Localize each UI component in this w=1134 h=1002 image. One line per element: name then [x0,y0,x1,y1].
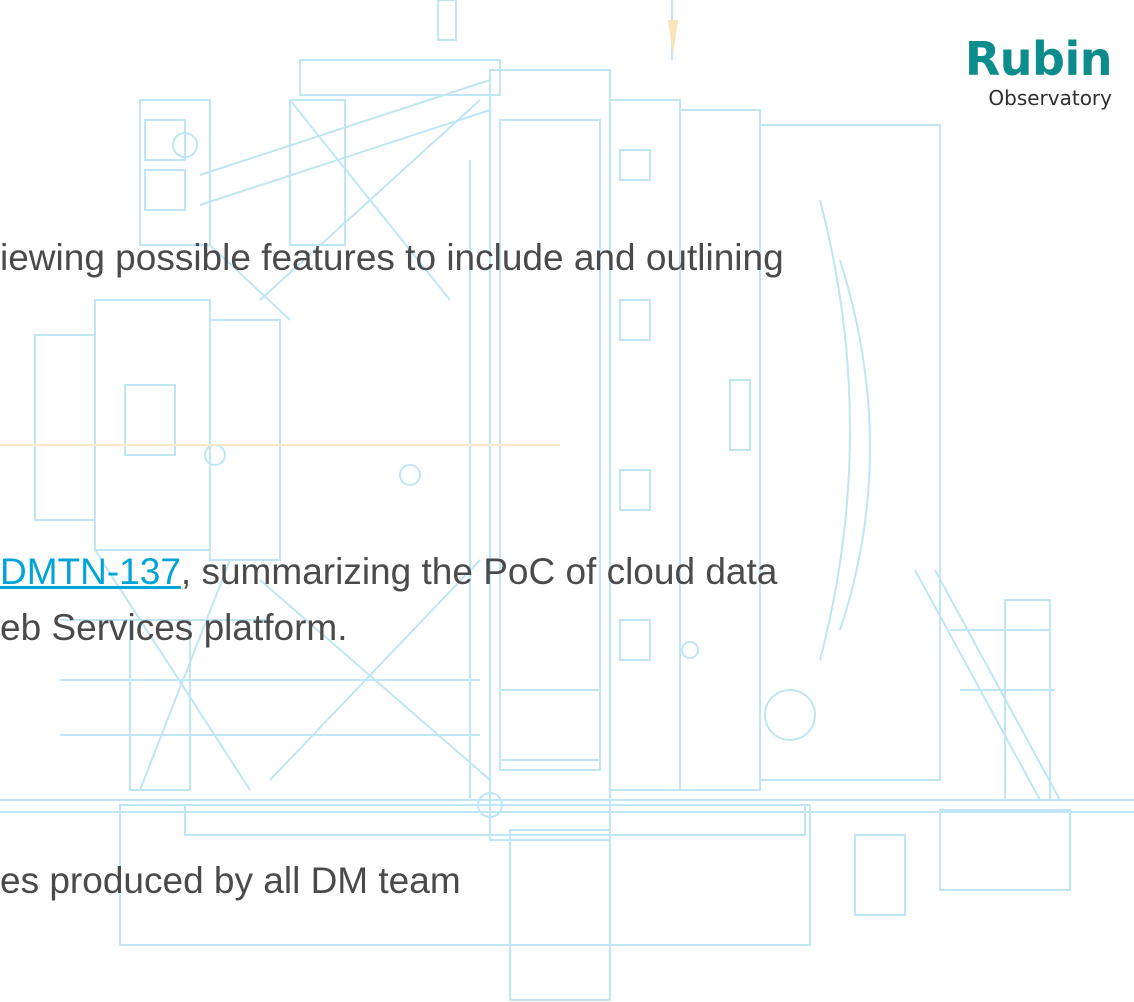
rubin-observatory-logo: Rubin Observatory [964,32,1113,110]
dmtn-137-link[interactable]: DMTN-137 [0,551,181,592]
text-line-dmtn: DMTN-137, summarizing the PoC of cloud d… [0,551,777,593]
text-line-features-text: iewing possible features to include and … [0,237,784,278]
logo-wordmark: Rubin [964,32,1113,86]
text-line-team: es produced by all DM team [0,860,461,902]
text-line-dmtn-text: , summarizing the PoC of cloud data [180,551,778,592]
text-line-team-text: es produced by all DM team [0,860,461,901]
text-line-features: iewing possible features to include and … [0,237,784,279]
text-line-services-text: eb Services platform. [0,607,348,648]
text-line-services: eb Services platform. [0,607,348,649]
logo-subtitle: Observatory [988,86,1112,110]
